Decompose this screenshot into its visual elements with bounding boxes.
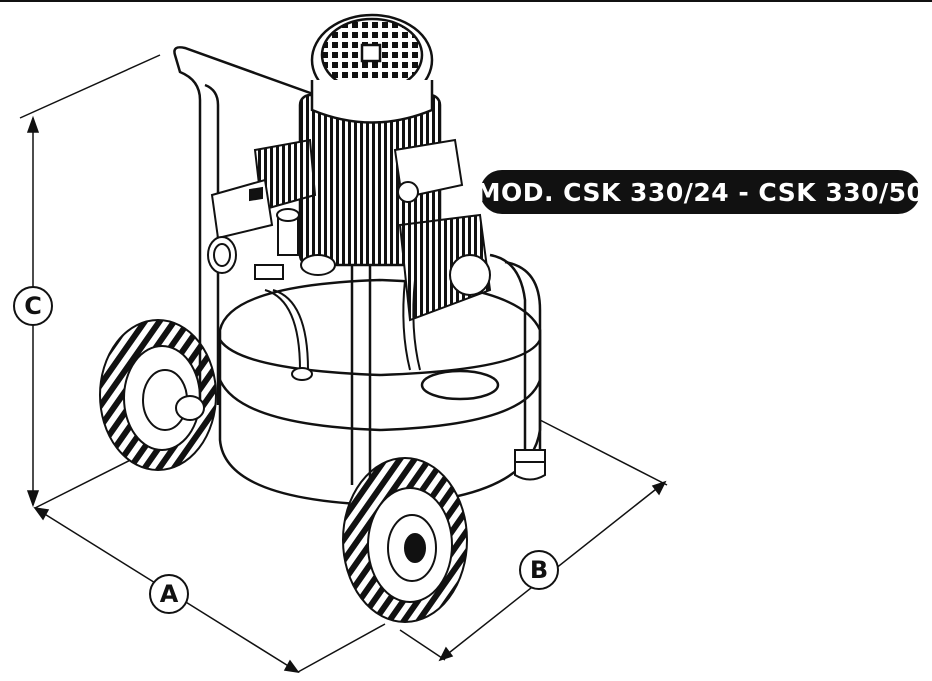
dimension-b-label: B [519,550,559,590]
pressure-switch [210,178,274,240]
rear-wheel [99,319,217,471]
terminal-box [393,138,464,203]
dimension-c-line [19,54,161,508]
regulator-valve [254,208,336,280]
pump-head-right [398,213,492,322]
dimension-a-label: A [149,574,189,614]
rubber-foot [514,449,546,481]
air-hose [264,279,421,381]
front-wheel [342,457,468,623]
dimension-c-label: C [13,286,53,326]
pressure-gauge [207,236,237,274]
motor [298,13,442,267]
model-badge: MOD. CSK 330/24 - CSK 330/50 [476,170,924,214]
